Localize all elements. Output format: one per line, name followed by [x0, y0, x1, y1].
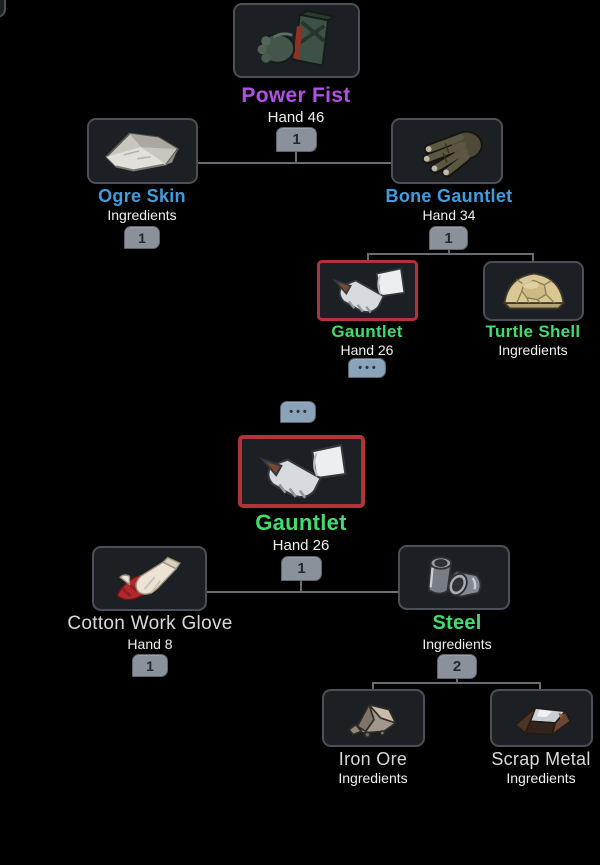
item-name-gauntlet-sub: Gauntlet	[331, 322, 403, 341]
iron-ore-icon	[347, 703, 396, 738]
count-badge-power-fist[interactable]: 1	[276, 127, 317, 152]
item-stat-cotton-work-glove: Hand 8	[127, 636, 173, 652]
item-name-scrap-metal: Scrap Metal	[491, 749, 591, 769]
item-card-bone-gauntlet[interactable]	[391, 118, 503, 184]
item-name-turtle-shell: Turtle Shell	[485, 322, 581, 341]
steel-icon	[427, 556, 482, 598]
item-stat-scrap-metal: Ingredients	[506, 770, 576, 786]
item-stat-power-fist: Hand 46	[267, 109, 325, 126]
item-card-turtle-shell[interactable]	[483, 261, 584, 321]
connector-line	[539, 682, 541, 690]
item-stat-gauntlet-main: Hand 26	[272, 537, 330, 554]
item-card-power-fist[interactable]	[233, 3, 360, 78]
item-name-cotton-work-glove: Cotton Work Glove	[67, 613, 233, 634]
connector-line	[206, 591, 399, 593]
count-badge-gauntlet-main[interactable]: 1	[281, 556, 322, 581]
connector-line	[532, 253, 534, 261]
item-name-iron-ore: Iron Ore	[338, 749, 408, 769]
cotton-work-glove-icon	[116, 556, 181, 600]
item-stat-ogre-skin: Ingredients	[107, 207, 177, 223]
item-card-gauntlet-sub[interactable]	[317, 260, 418, 321]
item-card-cotton-work-glove[interactable]	[92, 546, 207, 611]
item-stat-steel: Ingredients	[422, 636, 492, 652]
item-stat-bone-gauntlet: Hand 34	[422, 207, 476, 223]
offscreen-card-fragment	[0, 0, 6, 18]
count-badge-cotton-work-glove[interactable]: 1	[132, 654, 168, 677]
power-fist-icon	[256, 9, 336, 67]
item-name-gauntlet-main: Gauntlet	[255, 510, 347, 535]
item-name-steel: Steel	[432, 612, 482, 634]
gauntlet-icon	[258, 443, 347, 499]
item-stat-turtle-shell: Ingredients	[498, 342, 568, 358]
item-card-ogre-skin[interactable]	[87, 118, 198, 184]
connector-line	[367, 253, 534, 255]
bone-gauntlet-icon	[422, 130, 483, 178]
connector-line	[456, 679, 458, 683]
ogre-skin-icon	[104, 132, 179, 172]
connector-line	[372, 682, 374, 690]
count-badge-bone-gauntlet[interactable]: 1	[429, 226, 468, 250]
turtle-shell-icon	[501, 272, 566, 310]
count-badge-steel[interactable]: 2	[437, 654, 477, 679]
item-stat-gauntlet-sub: Hand 26	[340, 342, 394, 358]
scrap-metal-icon	[513, 707, 571, 736]
item-card-steel[interactable]	[398, 545, 510, 610]
connector-line	[372, 682, 541, 684]
expand-badge-tree-gauntlet[interactable]: •••	[280, 401, 316, 423]
item-card-scrap-metal[interactable]	[490, 689, 593, 747]
item-name-bone-gauntlet: Bone Gauntlet	[385, 186, 513, 206]
connector-line	[197, 162, 392, 164]
count-badge-ogre-skin[interactable]: 1	[124, 226, 160, 249]
item-card-gauntlet-main[interactable]	[238, 435, 365, 508]
connector-line	[300, 581, 302, 592]
item-stat-iron-ore: Ingredients	[338, 770, 408, 786]
item-name-ogre-skin: Ogre Skin	[98, 186, 186, 206]
expand-badge-gauntlet-sub[interactable]: •••	[348, 358, 386, 378]
connector-line	[295, 152, 297, 163]
connector-line	[367, 253, 369, 261]
gauntlet-icon	[331, 266, 405, 313]
connector-line	[448, 250, 450, 254]
item-card-iron-ore[interactable]	[322, 689, 425, 747]
item-name-power-fist: Power Fist	[241, 84, 351, 107]
